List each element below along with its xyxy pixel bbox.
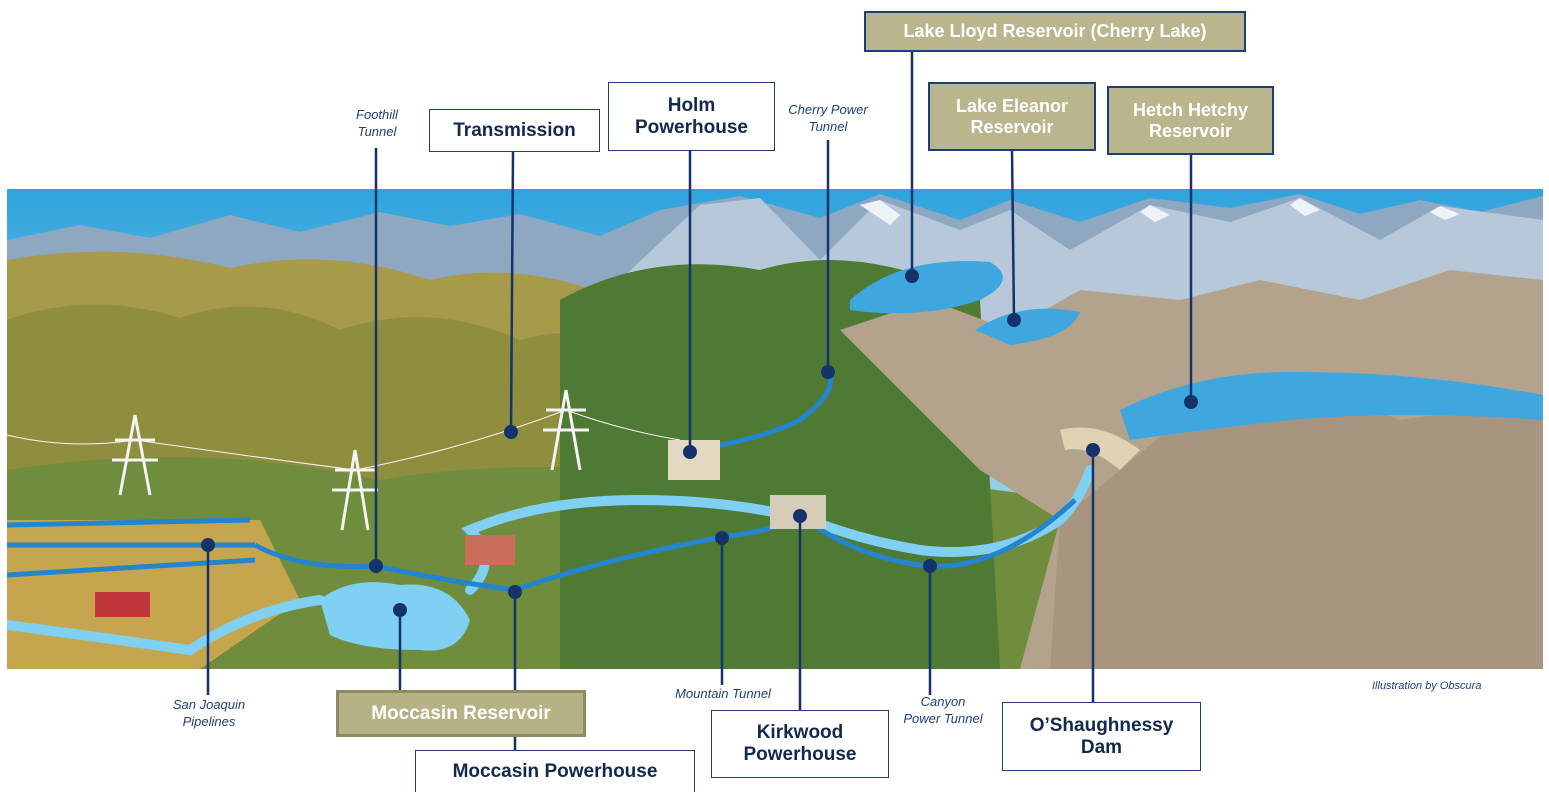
label-kirkwood-powerhouse: Kirkwood Powerhouse [711, 710, 889, 778]
leader-lines [206, 52, 1193, 750]
illustration-credit: Illustration by Obscura [1372, 680, 1482, 692]
label-san-joaquin-pipelines: San Joaquin Pipelines [172, 697, 246, 729]
label-lake-eleanor-reservoir: Lake Eleanor Reservoir [928, 82, 1096, 151]
label-transmission: Transmission [429, 109, 600, 152]
label-holm-powerhouse: Holm Powerhouse [608, 82, 775, 151]
label-moccasin-powerhouse: Moccasin Powerhouse [415, 750, 695, 792]
label-cherry-power-tunnel: Cherry Power Tunnel [788, 102, 868, 134]
label-moccasin-reservoir: Moccasin Reservoir [336, 690, 586, 737]
label-canyon-power-tunnel: Canyon Power Tunnel [903, 694, 983, 726]
snow-caps [860, 198, 1460, 225]
holm-building [668, 440, 720, 480]
moccasin-reservoir-water [320, 582, 470, 651]
granite-foreground [1050, 380, 1543, 669]
label-lake-lloyd-reservoir: Lake Lloyd Reservoir (Cherry Lake) [864, 11, 1246, 52]
barn [95, 592, 150, 617]
lake-eleanor-water [975, 308, 1080, 345]
label-oshaughnessy-dam: O’Shaughnessy Dam [1002, 702, 1201, 771]
label-hetch-hetchy-reservoir: Hetch Hetchy Reservoir [1107, 86, 1274, 155]
leader-dots [201, 269, 1198, 617]
oshaughnessy-dam-wall [1060, 427, 1140, 470]
label-foothill-tunnel: Foothill Tunnel [356, 107, 398, 139]
transmission-towers [7, 389, 681, 531]
label-mountain-tunnel: Mountain Tunnel [675, 686, 771, 701]
hetch-hetchy-water [1120, 371, 1543, 440]
moccasin-building [465, 535, 515, 565]
lake-lloyd-water [850, 261, 1003, 314]
